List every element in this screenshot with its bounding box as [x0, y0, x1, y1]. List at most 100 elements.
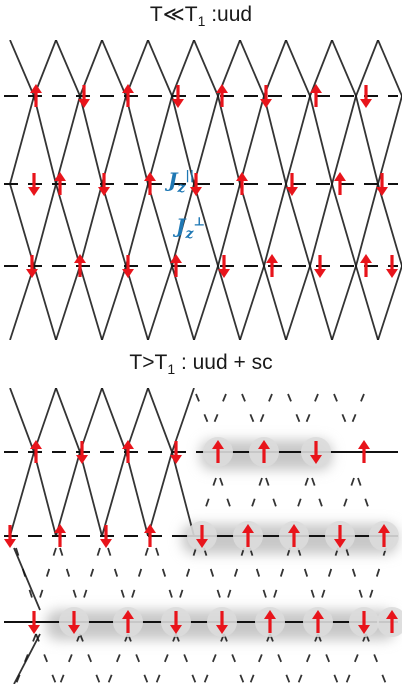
- spin-down-arrow: [100, 525, 112, 548]
- diagonal-bond: [217, 95, 241, 185]
- diagonal-bond: [147, 451, 173, 537]
- spin-down-arrow: [325, 521, 355, 551]
- diagonal-bond: [377, 183, 402, 267]
- diagonal-bond: [55, 265, 81, 340]
- diagonal-bond: [365, 633, 387, 684]
- diagonal-bond: [101, 265, 127, 340]
- spin-down-arrow: [349, 607, 379, 637]
- diagonal-bond: [309, 183, 333, 267]
- diagonal-bond: [35, 633, 57, 684]
- diagonal-bond: [79, 95, 103, 185]
- diagonal-bond: [241, 393, 257, 429]
- diagonal-bond: [193, 40, 219, 97]
- diagonal-bond: [59, 633, 81, 684]
- spin-down-arrow: [386, 255, 398, 278]
- spin-up-arrow: [233, 521, 263, 551]
- spin-down-arrow: [76, 441, 88, 464]
- diagonal-bond: [33, 451, 57, 537]
- spin-down-arrow: [26, 255, 38, 278]
- diagonal-bond: [35, 547, 57, 611]
- diagonal-bond: [79, 451, 103, 537]
- spin-up-arrow: [113, 607, 143, 637]
- diagonal-bond: [317, 633, 339, 684]
- diagonal-bond: [13, 547, 41, 611]
- diagonal-bond: [59, 547, 81, 611]
- diagonal-bond: [269, 547, 291, 611]
- diagonal-bond: [223, 633, 245, 684]
- spin-up-arrow: [30, 84, 42, 107]
- spin-down-arrow: [172, 85, 184, 108]
- top-title-main: T≪T: [149, 3, 198, 26]
- spin-up-arrow: [54, 172, 66, 195]
- top-title-rest: :uud: [205, 3, 253, 26]
- diagonal-bond: [125, 451, 149, 537]
- coupling-parallel-label: Jz||: [168, 168, 195, 196]
- spin-up-arrow: [170, 254, 182, 277]
- diagonal-bond: [239, 183, 265, 267]
- diagonal-bond: [249, 633, 271, 684]
- spin-down-arrow: [360, 85, 372, 108]
- diagonal-bond: [339, 477, 355, 519]
- diagonal-bond: [239, 40, 265, 97]
- diagonal-bond: [331, 265, 357, 340]
- spin-down-arrow: [207, 607, 237, 637]
- diagonal-bond: [303, 393, 319, 429]
- diagonal-bond: [195, 393, 211, 429]
- diagonal-bond: [193, 265, 219, 340]
- spin-up-arrow: [377, 607, 402, 637]
- diagonal-bond: [107, 547, 129, 611]
- diagonal-bond: [79, 183, 103, 267]
- diagonal-bond: [285, 95, 311, 185]
- diagonal-bond: [365, 547, 387, 611]
- spin-up-arrow: [30, 440, 42, 463]
- diagonal-bond: [331, 40, 357, 97]
- diagonal-bond: [309, 265, 333, 340]
- spin-up-arrow: [358, 440, 370, 463]
- top-title-sub: 1: [197, 13, 206, 30]
- diagonal-bond: [317, 547, 339, 611]
- coupling-perp-label: Jz⊥: [176, 214, 205, 242]
- spin-up-arrow: [144, 172, 156, 195]
- bottom-spins: [4, 437, 402, 637]
- diagonal-bond: [377, 40, 402, 97]
- spin-down-arrow: [187, 521, 217, 551]
- spin-up-arrow: [310, 84, 322, 107]
- diagonal-bond: [147, 388, 173, 453]
- spin-down-arrow: [301, 437, 331, 467]
- diagonal-bond: [193, 183, 219, 267]
- diagonal-bond: [345, 547, 367, 611]
- spin-up-arrow: [216, 84, 228, 107]
- diagonal-bond: [311, 477, 327, 519]
- diagonal-bond: [263, 40, 287, 97]
- top-lattice-diagram: [4, 40, 402, 340]
- spin-up-arrow: [360, 254, 372, 277]
- spin-up-arrow: [54, 524, 66, 547]
- diagonal-bond: [33, 183, 57, 267]
- diagonal-bond: [9, 183, 35, 267]
- diagonal-bond: [101, 40, 127, 97]
- spin-up-arrow: [303, 607, 333, 637]
- diagonal-bond: [127, 547, 149, 611]
- diagonal-bond: [147, 265, 173, 340]
- diagonal-bond: [101, 95, 127, 185]
- spin-down-arrow: [28, 173, 40, 196]
- diagonal-bond: [171, 265, 195, 340]
- diagonal-bond: [33, 265, 57, 340]
- spin-up-arrow: [122, 84, 134, 107]
- diagonal-bond: [107, 633, 129, 684]
- diagonal-bond: [239, 265, 265, 340]
- diagonal-bond: [355, 40, 379, 97]
- diagonal-bond: [247, 477, 263, 519]
- spin-down-arrow: [376, 173, 388, 196]
- diagonal-bond: [377, 265, 402, 340]
- bottom-title-sub: 1: [167, 361, 176, 378]
- diagonal-bond: [55, 451, 81, 537]
- spin-down-arrow: [122, 255, 134, 278]
- diagonal-bond: [355, 183, 379, 267]
- diagonal-bond: [269, 633, 291, 684]
- spin-down-arrow: [161, 607, 191, 637]
- bottom-panel-title: T>T1 : uud + sc: [0, 351, 402, 377]
- diagonal-bond: [147, 40, 173, 97]
- spin-up-arrow: [236, 172, 248, 195]
- diagonal-bond: [203, 633, 225, 684]
